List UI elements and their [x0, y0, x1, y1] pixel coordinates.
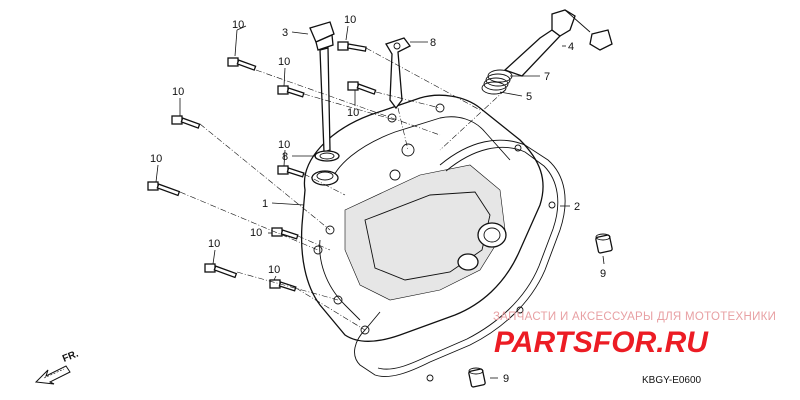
watermark-tagline: ЗАПЧАСТИ И АКСЕССУАРЫ ДЛЯ МОТОТЕХНИКИ	[493, 311, 776, 323]
watermark-logo: PARTSFOR.RU	[494, 326, 709, 359]
shift-shaft	[503, 9, 613, 77]
callout-bolt-g: 10	[150, 153, 162, 165]
assembly-lines	[179, 47, 506, 331]
bolt-a	[227, 57, 257, 71]
callout-bolt-f: 10	[278, 139, 290, 151]
callout-bolt-a: 10	[232, 19, 244, 31]
bolt-g	[147, 181, 181, 197]
front-direction-arrow-icon	[34, 365, 71, 385]
bolts	[147, 41, 377, 292]
callout-bolt-j: 10	[268, 264, 280, 276]
bolt-d	[347, 81, 377, 95]
front-direction-label: FR.	[61, 348, 80, 364]
crankcase-cover	[300, 94, 544, 343]
bolt-j	[269, 279, 297, 292]
oil-dipstick	[309, 21, 335, 153]
callout-bolt-e: 10	[172, 86, 184, 98]
dowel-pin-lower	[468, 367, 486, 388]
bolt-h	[271, 227, 299, 240]
callout-stopper-arm: 8	[430, 37, 436, 49]
diagram-code: KBGY-E0600	[642, 375, 702, 386]
callout-gasket: 2	[574, 201, 580, 213]
bolt-i	[204, 263, 238, 279]
callout-shaft: 4	[568, 41, 574, 53]
callout-oring-mid: 8	[282, 151, 288, 163]
callout-bolt-h: 10	[250, 227, 262, 239]
callout-cover: 1	[262, 198, 268, 210]
callout-bolt-d: 10	[347, 107, 359, 119]
callout-washer: 5	[526, 91, 532, 103]
callout-dowel-lower: 9	[503, 373, 509, 385]
callout-bolt-b: 10	[344, 14, 356, 26]
o-ring-mid	[314, 150, 340, 162]
bolt-e	[171, 115, 201, 129]
gasket	[354, 139, 566, 382]
callout-dipstick: 3	[282, 27, 288, 39]
callout-bolt-i: 10	[208, 238, 220, 250]
callout-dowel-upper: 9	[600, 268, 606, 280]
callout-labels: 10 3 10 8 4 7 5 10 10 10 8 10 10 1 2 10 …	[150, 14, 606, 385]
callout-leaders	[155, 25, 605, 379]
bolt-c	[277, 85, 305, 98]
bolt-b	[337, 41, 367, 52]
dowel-pin-upper	[595, 233, 613, 254]
callout-bolt-c: 10	[278, 56, 290, 68]
return-spring	[481, 69, 513, 95]
bolt-f	[277, 165, 305, 178]
stopper-arm	[385, 37, 411, 110]
callout-spring: 7	[544, 71, 550, 83]
